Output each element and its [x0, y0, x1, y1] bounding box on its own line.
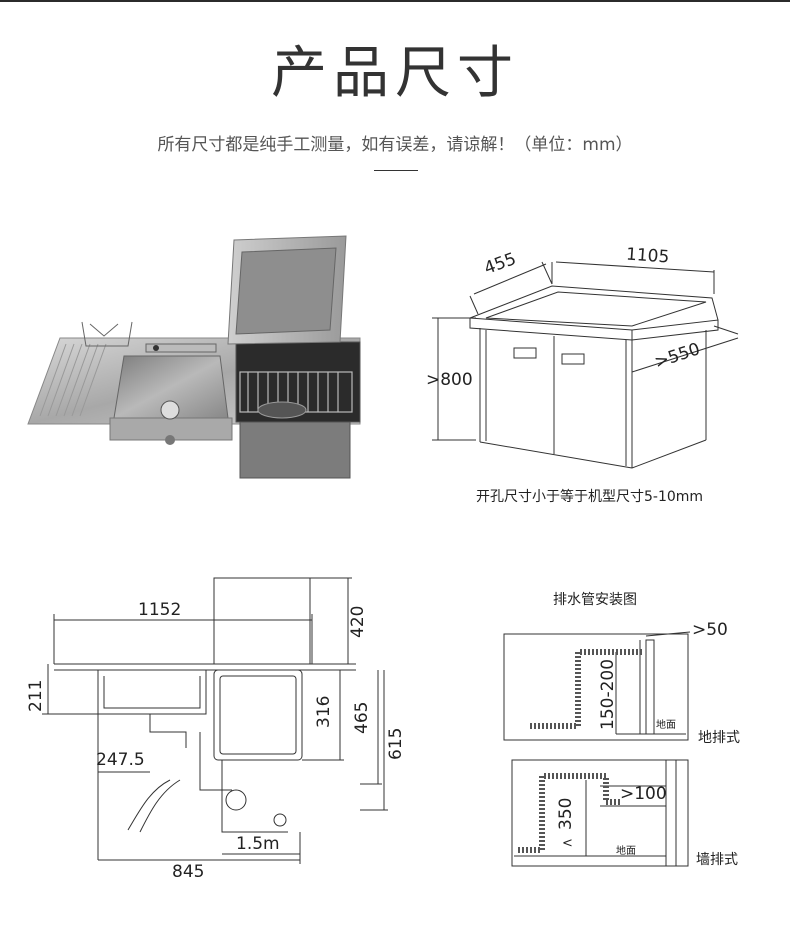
wall-drain-label: 墙排式	[696, 852, 738, 868]
wall-gap: >100	[620, 784, 667, 804]
top-border	[0, 0, 790, 2]
dim-drain-offset: 247.5	[96, 750, 145, 770]
floor-gap: >50	[692, 620, 728, 640]
cabinet-caption: 开孔尺寸小于等于机型尺寸5-10mm	[476, 489, 704, 505]
dim-hose: 1.5m	[236, 834, 280, 854]
dim-height: >800	[426, 370, 473, 390]
title-divider	[374, 170, 418, 171]
page-title: 产品尺寸	[271, 41, 519, 106]
floor-drain-label: 地排式	[698, 730, 740, 746]
dim-total-width: 1152	[138, 600, 182, 620]
drain-title: 排水管安装图	[553, 592, 637, 608]
dim-bottom-width: 845	[172, 862, 205, 882]
wall-less: <	[562, 836, 573, 851]
wall-height: 350	[556, 797, 576, 830]
page-subtitle: 所有尺寸都是纯手工测量，如有误差，请谅解！（单位：mm）	[157, 135, 633, 155]
wall-ground: 地面	[616, 846, 636, 857]
floor-height: 150-200	[598, 658, 618, 730]
floor-ground: 地面	[656, 720, 676, 731]
